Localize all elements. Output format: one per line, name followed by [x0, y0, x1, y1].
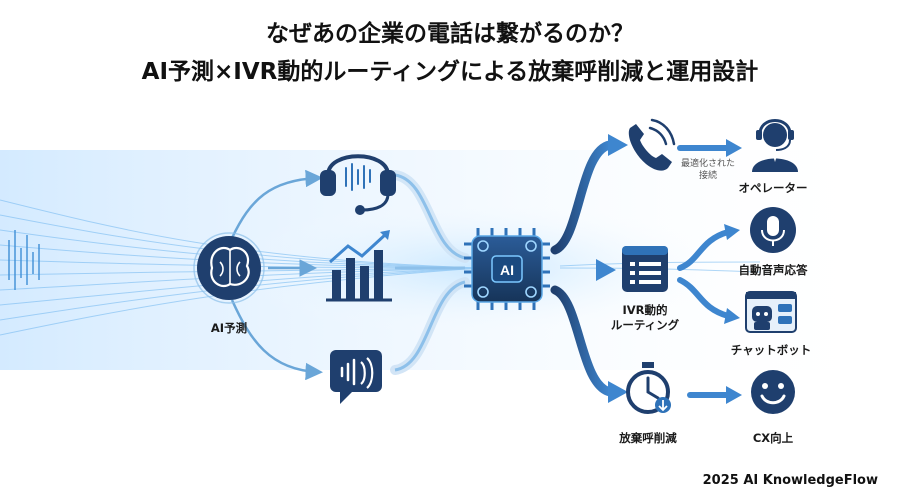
smile-icon: [751, 370, 795, 414]
label-optimized-line1: 最適化された: [680, 159, 736, 169]
brain-icon: [193, 232, 265, 304]
label-ivr-line2: ルーティング: [610, 318, 680, 332]
operator-icon: [752, 119, 798, 172]
label-optimized: 最適化された 接続: [681, 158, 735, 182]
ai-chip-label: AI: [500, 262, 514, 278]
bar-chart-icon: [326, 230, 392, 302]
label-ivr: IVR動的 ルーティング: [611, 303, 679, 333]
headset-icon: [320, 154, 396, 215]
page-title-line2: AI予測×IVR動的ルーティングによる放棄呼削減と運用設計: [141, 59, 759, 85]
right-arrows: [677, 145, 731, 398]
right-arrowheads: [724, 139, 742, 404]
footer-credit: 2025 AI KnowledgeFlow: [702, 473, 878, 488]
phone-icon: [628, 118, 676, 171]
microphone-icon: [750, 207, 796, 253]
label-cx: CX向上: [752, 431, 794, 445]
input-arrows: [230, 169, 323, 381]
output-arrowheads: [596, 134, 628, 403]
stopwatch-icon: [626, 362, 671, 414]
label-auto-voice: 自動音声応答: [738, 263, 808, 277]
label-chatbot: チャットボット: [730, 343, 812, 357]
output-arrows: [550, 140, 615, 397]
voice-bubble-icon: [330, 350, 382, 404]
chatbot-icon: [745, 291, 797, 333]
ivr-menu-icon: [622, 246, 668, 292]
ai-chip-icon: [464, 228, 550, 310]
label-optimized-line2: 接続: [698, 171, 718, 181]
label-ai-predict: AI予測: [210, 321, 248, 335]
label-ivr-line1: IVR動的: [622, 303, 668, 317]
merge-arrows-core: [394, 173, 466, 372]
label-abandon: 放棄呼削減: [619, 431, 677, 445]
page-title-line1: なぜあの企業の電話は繋がるのか？: [266, 21, 634, 47]
label-operator: オペレーター: [738, 181, 808, 195]
